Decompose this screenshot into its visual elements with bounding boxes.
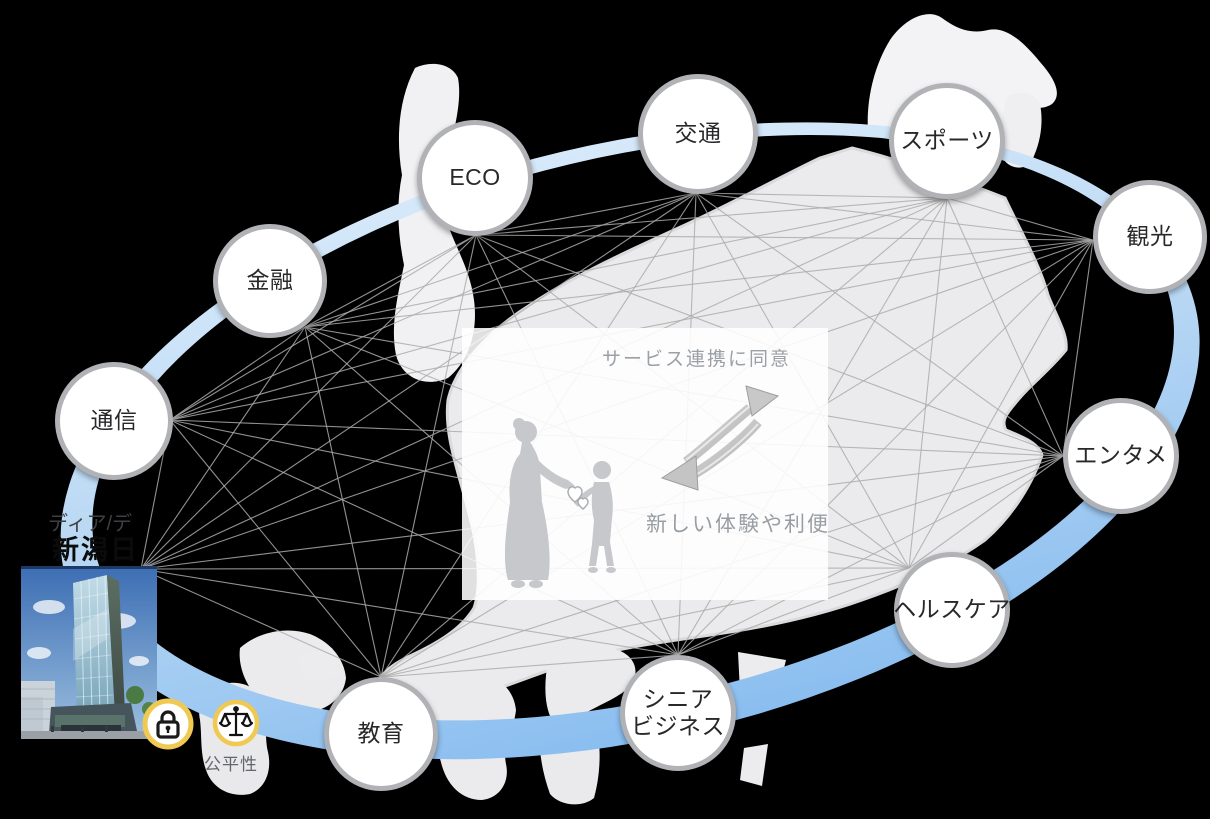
- connection-line: [140, 192, 697, 570]
- service-node-label-line: スポーツ: [900, 127, 994, 154]
- connection-line: [475, 197, 948, 236]
- media-building-photo: [21, 566, 157, 739]
- service-node-label: 教育: [358, 720, 405, 747]
- service-node-label: 観光: [1127, 223, 1174, 250]
- service-node-label-line: ビジネス: [631, 713, 725, 739]
- connection-line: [946, 197, 1064, 457]
- media-caption: ディア/デ: [48, 513, 133, 535]
- service-node-label-line: 観光: [1126, 223, 1174, 250]
- fairness-badge: [212, 699, 260, 752]
- service-node-label: エンタメ: [1074, 442, 1167, 469]
- service-node-entame: エンタメ: [1063, 398, 1179, 514]
- connection-line: [908, 455, 1064, 569]
- connection-line: [380, 234, 477, 678]
- service-node-healthcare: ヘルスケア: [893, 552, 1011, 668]
- connection-line: [140, 326, 306, 570]
- service-node-label: 通信: [91, 407, 138, 434]
- service-node-eco: ECO: [417, 120, 533, 236]
- connection-line: [475, 234, 1094, 241]
- service-node-kotsu: 交通: [638, 74, 758, 194]
- connection-line: [304, 326, 382, 678]
- service-node-label-line: 交通: [674, 120, 722, 147]
- service-node-label-line: エンタメ: [1074, 442, 1168, 469]
- map-islet-b: [740, 744, 768, 786]
- connection-line: [169, 234, 477, 421]
- connection-line: [380, 654, 679, 678]
- connection-line: [169, 326, 306, 421]
- connection-line: [169, 419, 679, 656]
- service-node-label-line: シニア: [642, 685, 714, 712]
- connection-line: [169, 192, 697, 421]
- service-node-label-line: 教育: [357, 720, 405, 747]
- service-node-label-line: ECO: [449, 164, 501, 191]
- map-islet-c: [296, 648, 342, 682]
- map-fragment-north: [999, 92, 1042, 168]
- service-node-tsushin: 通信: [55, 362, 173, 480]
- service-node-label: シニアビジネス: [631, 686, 725, 740]
- connection-line: [140, 568, 679, 656]
- connection-line: [677, 567, 910, 656]
- connection-line: [946, 197, 1094, 241]
- service-node-kinyu: 金融: [213, 224, 327, 338]
- connection-line: [304, 197, 948, 328]
- connection-line: [304, 239, 1094, 328]
- service-node-label: ECO: [449, 164, 500, 191]
- map-fragment-west: [393, 63, 475, 382]
- cycle-arrows-icon: [660, 385, 780, 491]
- connection-line: [169, 419, 382, 678]
- service-node-senior: シニアビジネス: [620, 655, 736, 771]
- building-illustration: [21, 569, 157, 739]
- service-node-label-line: 金融: [246, 267, 294, 294]
- connection-line: [1062, 239, 1094, 457]
- lock-icon: [142, 698, 194, 750]
- connection-line: [304, 192, 697, 328]
- connection-line: [695, 192, 1064, 457]
- service-node-label: ヘルスケア: [893, 596, 1011, 623]
- media-logo: 新潟日報: [52, 535, 138, 566]
- security-badge: [142, 698, 194, 755]
- network-ring: [60, 122, 1200, 760]
- service-node-label-line: 通信: [90, 407, 138, 434]
- service-node-label: 金融: [247, 267, 294, 294]
- consent-panel: サービス連携に同意: [462, 328, 828, 600]
- map-shikoku-b: [545, 646, 636, 725]
- benefit-text: 新しい体験や利便: [646, 512, 828, 536]
- connection-line: [695, 192, 948, 199]
- service-node-kyoiku: 教育: [324, 677, 438, 791]
- service-node-kanko: 観光: [1093, 180, 1207, 294]
- scales-icon: [212, 699, 260, 747]
- family-silhouette: [504, 418, 616, 588]
- service-node-label: スポーツ: [900, 127, 994, 154]
- connection-line: [908, 239, 1094, 569]
- service-node-label: 交通: [675, 120, 722, 147]
- connection-line: [140, 568, 382, 678]
- service-node-label-line: ヘルスケア: [893, 596, 1011, 623]
- connection-line: [908, 197, 948, 569]
- connection-line: [169, 197, 948, 421]
- connection-line: [695, 192, 1094, 241]
- fairness-label: 公平性: [204, 755, 258, 774]
- connection-line: [677, 455, 1064, 656]
- connection-line: [475, 192, 697, 236]
- service-node-sports: スポーツ: [889, 83, 1005, 199]
- connection-line: [304, 234, 477, 328]
- connection-line: [140, 234, 477, 570]
- consent-text: サービス連携に同意: [602, 348, 792, 370]
